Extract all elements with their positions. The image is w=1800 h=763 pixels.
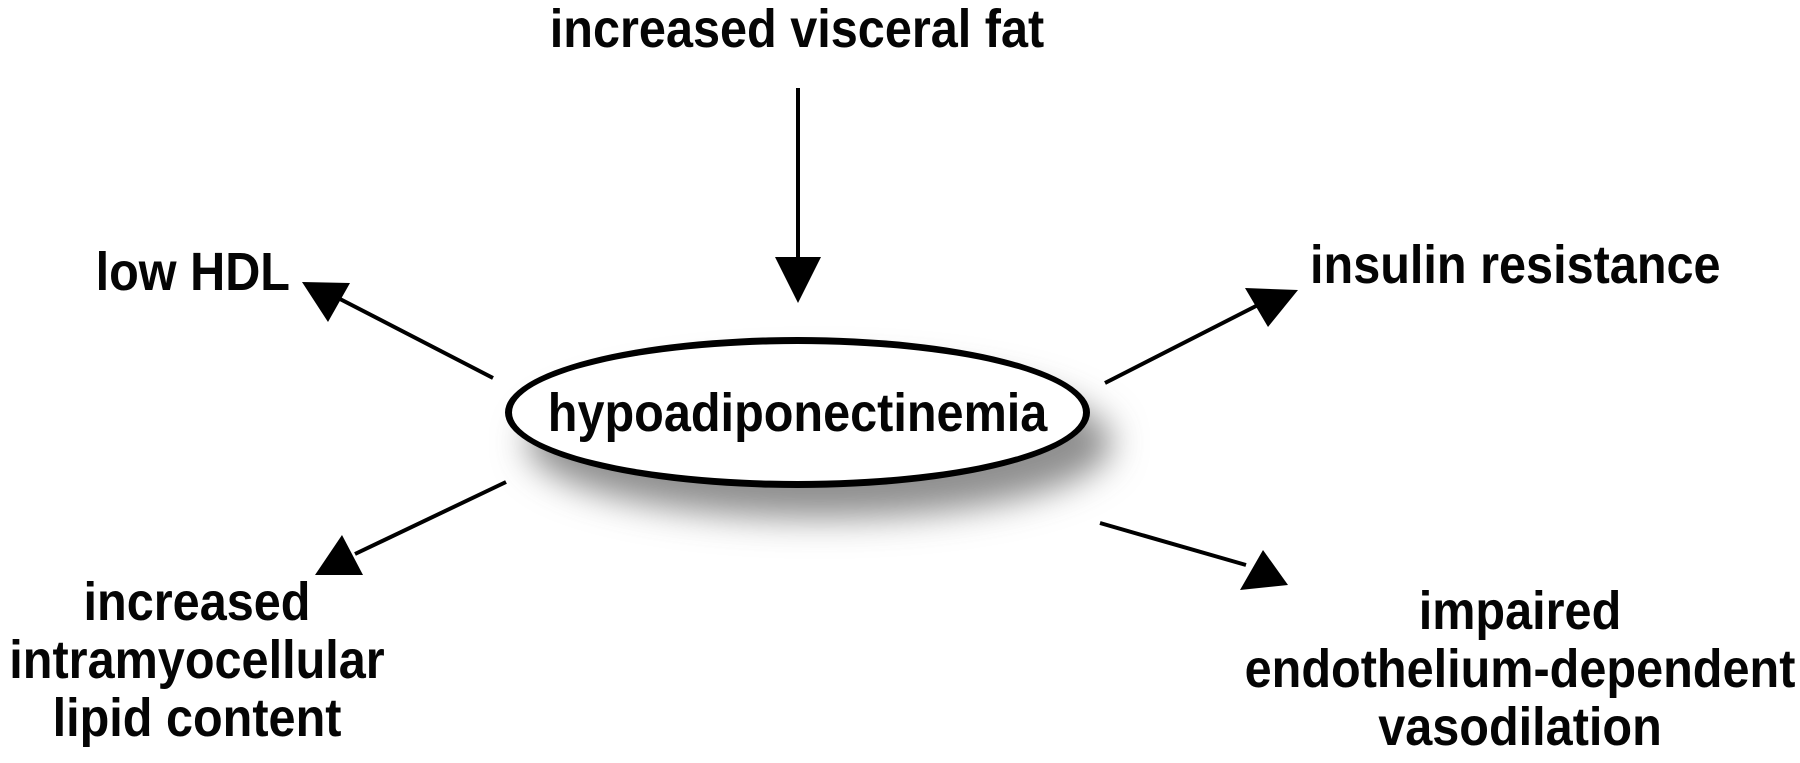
arrow-center-to-insulin-resistance [1104,288,1298,385]
arrow-line [339,297,494,380]
node-intramyocellular-lipid-content: increased intramyocellular lipid content [9,573,384,747]
arrow-visceral-fat-to-center [775,88,821,303]
arrow-center-to-lipid-content [315,480,507,575]
node-lipid-line-3: lipid content [52,688,342,748]
arrow-center-to-low-hdl [302,282,494,380]
node-lipid-line-2: intramyocellular [9,630,385,690]
node-increased-visceral-fat: increased visceral fat [549,0,1045,59]
node-lipid-line-1: increased [83,572,311,632]
arrow-line [354,480,507,556]
arrow-line [1104,303,1259,385]
node-insulin-resistance: insulin resistance [1310,235,1721,295]
node-hypoadiponectinemia: hypoadiponectinemia [505,337,1090,488]
arrowhead-up-left-icon [302,282,350,322]
node-vasodilation-line-3: vasodilation [1378,697,1662,757]
node-vasodilation-line-2: endothelium-dependent [1244,639,1796,699]
arrowhead-down-left-icon [315,535,363,575]
arrow-line [1099,521,1247,567]
arrow-center-to-vasodilation [1099,521,1288,590]
arrowhead-down-icon [775,257,821,303]
node-low-hdl: low HDL [95,242,290,302]
node-impaired-vasodilation: impaired endothelium-dependent vasodilat… [1245,582,1796,756]
arrowhead-up-right-icon [1245,288,1298,327]
node-hypoadiponectinemia-label: hypoadiponectinemia [547,382,1048,443]
node-vasodilation-line-1: impaired [1418,581,1622,641]
arrowhead-down-right-icon [1240,550,1288,590]
